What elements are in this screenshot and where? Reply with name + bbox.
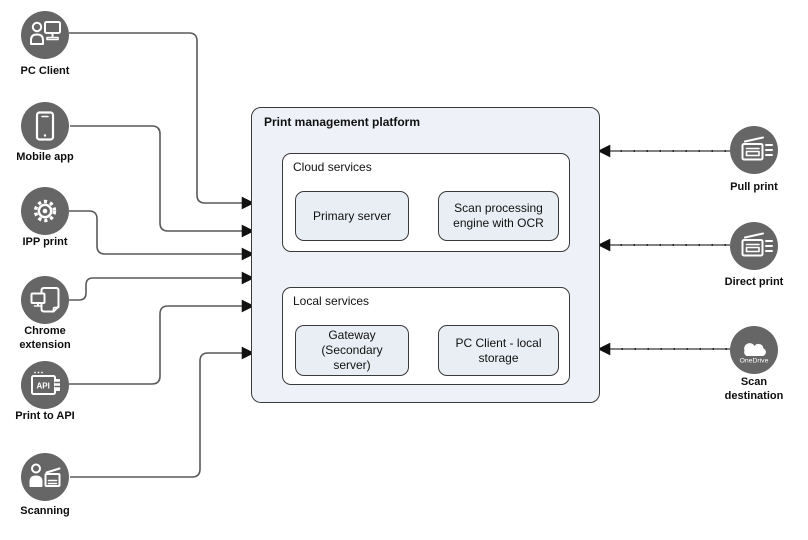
connector-pc-client	[69, 32, 255, 210]
pc-client-local-storage-node: PC Client - local storage	[438, 325, 559, 376]
local-services-box: Local services Gateway (Secondary server…	[282, 287, 570, 385]
chrome-extension-node	[21, 276, 69, 324]
scan-processing-node: Scan processing engine with OCR	[438, 191, 559, 241]
connector-chrome-extension	[68, 271, 255, 301]
pull-print-label: Pull print	[730, 181, 778, 193]
onedrive-cloud-icon: OneDrive	[740, 343, 769, 365]
chrome-extension-label: Chrome extension	[19, 325, 71, 352]
mfp-printer-icon	[741, 136, 773, 161]
mobile-phone-icon	[35, 111, 55, 141]
primary-server-node: Primary server	[295, 191, 409, 241]
scan-destination-node: OneDrive	[730, 326, 778, 374]
direct-print-node	[730, 222, 778, 270]
connector-ipp-print	[69, 210, 255, 261]
primary-server-label: Primary server	[312, 208, 391, 223]
pull-print-node	[730, 126, 778, 174]
cloud-services-box: Cloud services Primary server Scan proce…	[282, 153, 570, 252]
chrome-extension-icon	[30, 287, 60, 313]
print-management-platform-box: Print management platform Cloud services…	[251, 107, 600, 403]
pc-client-icon	[30, 21, 61, 45]
connector-scanning	[70, 346, 255, 478]
print-to-api-label: Print to API	[15, 410, 75, 422]
mobile-app-node	[21, 102, 69, 150]
direct-print-label: Direct print	[724, 276, 784, 288]
onedrive-icon-text: OneDrive	[740, 358, 769, 365]
cloud-services-label: Cloud services	[293, 160, 372, 174]
api-icon-text: API	[37, 382, 50, 391]
gateway-node: Gateway (Secondary server)	[295, 325, 409, 376]
gear-icon	[33, 199, 57, 223]
ipp-print-label: IPP print	[22, 236, 68, 248]
pc-client-label: PC Client	[20, 65, 70, 77]
pc-client-node	[21, 11, 69, 59]
mfp-printer-icon	[741, 232, 773, 257]
scanning-node	[21, 453, 69, 501]
person-scanner-icon	[29, 463, 61, 487]
connector-mobile-app	[70, 125, 255, 238]
scan-processing-label: Scan processing engine with OCR	[453, 201, 544, 230]
api-window-icon: API	[31, 371, 61, 395]
ipp-print-node	[21, 187, 69, 235]
mobile-app-label: Mobile app	[16, 151, 74, 163]
local-services-label: Local services	[293, 294, 370, 308]
gateway-label: Gateway (Secondary server)	[321, 328, 383, 372]
scan-destination-label: Scan destination	[724, 376, 784, 403]
platform-title: Print management platform	[264, 115, 421, 129]
print-to-api-node: API	[21, 361, 69, 409]
pc-client-local-storage-label: PC Client - local storage	[455, 335, 542, 365]
scanning-label: Scanning	[20, 505, 70, 517]
connector-print-to-api	[69, 299, 255, 385]
